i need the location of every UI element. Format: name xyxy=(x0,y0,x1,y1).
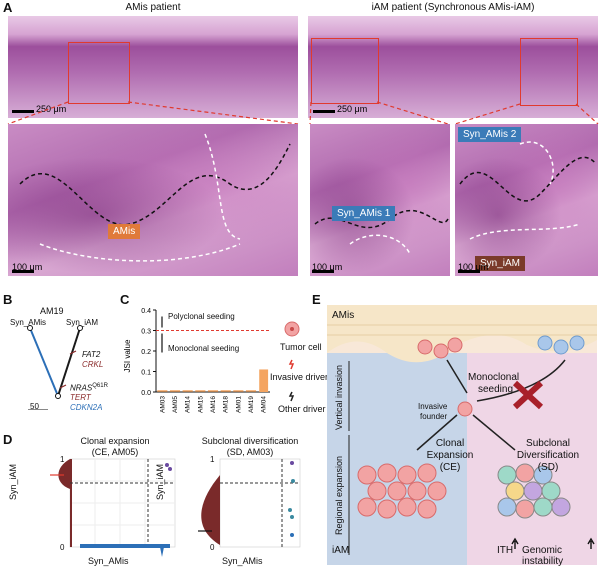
syn-iam-label: Syn_iAM xyxy=(475,256,526,271)
ce-title-2: (CE, AM05) xyxy=(91,447,139,457)
x-tick-label: AM19 xyxy=(248,396,255,413)
legend-other-driver: Other driver xyxy=(278,404,326,414)
ith-text: ITH xyxy=(497,545,514,556)
panel-letter-c: C xyxy=(120,292,130,307)
gene-tert: TERT xyxy=(70,393,91,402)
legend-invasive-driver: Invasive driver xyxy=(270,372,329,382)
y-tick-1-left: 1 xyxy=(60,455,65,464)
poly-seeding-text: Polyclonal seeding xyxy=(168,312,235,321)
panel-letter-b: B xyxy=(3,292,13,307)
gene-nras: NRASQ61R xyxy=(70,383,108,393)
model-schematic xyxy=(327,305,597,565)
vertical-invasion-label: Vertical invasion xyxy=(334,364,344,430)
xlabel-left: Syn_AMis xyxy=(88,556,129,566)
vaf-scatter-plots xyxy=(50,458,301,557)
x-tick-label: AM16 xyxy=(210,396,217,413)
zoom-guides xyxy=(7,101,599,125)
amis-zoom-box xyxy=(68,42,130,104)
amis-patient-title: AMis patient xyxy=(125,2,181,13)
scalebar-zoom-2 xyxy=(312,270,334,273)
ce-line1: Clonal xyxy=(435,438,465,449)
phylogenetic-tree xyxy=(27,325,83,410)
legend-tumor-cell: Tumor cell xyxy=(280,342,322,352)
x-tick-label: AM15 xyxy=(197,396,204,413)
scale-text-top-left: 250 μm xyxy=(36,104,67,114)
x-tick-label: AM14 xyxy=(185,396,192,413)
invasive-founder-line2: founder xyxy=(420,412,448,421)
tree-leaf-syn-iam: Syn_iAM xyxy=(66,318,99,327)
sd-line3: (SD) xyxy=(537,462,559,473)
genomic-instability-text: Genomic instability xyxy=(522,545,564,567)
syn-amis-2-label: Syn_AMis 2 xyxy=(458,127,522,142)
iam-overview-image xyxy=(308,16,598,118)
tree-scale: 50 xyxy=(30,402,39,411)
y-tick-0-left: 0 xyxy=(60,543,65,552)
regional-expansion-label: Regional expansion xyxy=(334,455,344,535)
ylabel-right: Syn_iAM xyxy=(155,463,165,500)
y-tick-label: 0.0 xyxy=(141,390,151,397)
sd-title-2: (SD, AM03) xyxy=(226,447,274,457)
mono-seeding-line2: seeding xyxy=(478,384,514,395)
tree-title: AM19 xyxy=(40,306,64,316)
syn-amis-2-zoom-image xyxy=(455,124,598,276)
gene-fat2: FAT2 xyxy=(82,350,101,359)
sd-title-1: Subclonal diversification xyxy=(201,436,299,446)
ylabel-left: Syn_iAM xyxy=(8,463,18,500)
y-tick-label: 0.3 xyxy=(141,329,151,336)
scale-text-zoom-3: 100 μm xyxy=(458,262,489,272)
legend-icons xyxy=(284,321,300,402)
mono-seeding-line1: Monoclonal xyxy=(468,372,520,383)
ce-title-1: Clonal expansion xyxy=(80,436,150,446)
mono-seeding-text: Monoclonal seeding xyxy=(168,344,240,353)
y-axis-label: JSI value xyxy=(123,339,132,372)
sd-line2: Diversification xyxy=(516,450,580,461)
y-tick-label: 0.4 xyxy=(141,308,151,315)
y-tick-label: 0.1 xyxy=(141,370,151,377)
e-top-label: AMis xyxy=(332,310,355,321)
y-tick-1-right: 1 xyxy=(210,455,215,464)
e-bottom-label: iAM xyxy=(332,545,350,556)
y-tick-label: 0.2 xyxy=(141,349,151,356)
scalebar-zoom-1 xyxy=(12,270,34,273)
panel-letter-e: E xyxy=(312,292,321,307)
panel-letter-a: A xyxy=(3,0,13,15)
y-tick-0-right: 0 xyxy=(210,543,215,552)
tumor-outlines xyxy=(19,133,597,262)
ce-line2: Expansion xyxy=(426,450,474,461)
x-tick-label: AM01 xyxy=(235,396,242,413)
scale-text-top-right: 250 μm xyxy=(337,104,368,114)
bar xyxy=(259,369,269,392)
scale-text-zoom-2: 100 μm xyxy=(312,262,343,272)
x-tick-label: AM18 xyxy=(223,396,230,413)
amis-label: AMis xyxy=(108,224,141,239)
panel-letter-d: D xyxy=(3,432,13,447)
xlabel-right: Syn_AMis xyxy=(222,556,263,566)
scalebar-top-right xyxy=(313,110,335,113)
x-tick-label: AM05 xyxy=(172,396,179,413)
ce-line3: (CE) xyxy=(439,462,461,473)
gene-cdkn2a: CDKN2A xyxy=(70,403,103,412)
gene-crkl: CRKL xyxy=(82,360,104,369)
invasive-founder-line1: Invasive xyxy=(418,402,448,411)
scale-text-zoom-1: 100 μm xyxy=(12,262,43,272)
iam-patient-title: iAM patient (Synchronous AMis-iAM) xyxy=(371,2,535,13)
x-tick-label: AM04 xyxy=(261,396,268,413)
syn-amis-1-label: Syn_AMis 1 xyxy=(332,206,396,221)
amis-zoom-image xyxy=(8,124,298,276)
amis-overview-image xyxy=(8,16,298,118)
x-tick-label: AM03 xyxy=(159,396,166,413)
scalebar-top-left xyxy=(12,110,34,113)
syn-iam-zoom-box xyxy=(520,38,578,106)
syn-amis-1-zoom-image xyxy=(310,124,450,276)
sd-line1: Subclonal xyxy=(526,438,570,449)
scalebar-zoom-3 xyxy=(458,270,480,273)
tree-leaf-syn-amis: Syn_AMis xyxy=(10,318,47,327)
syn-amis-zoom-box xyxy=(311,38,379,104)
